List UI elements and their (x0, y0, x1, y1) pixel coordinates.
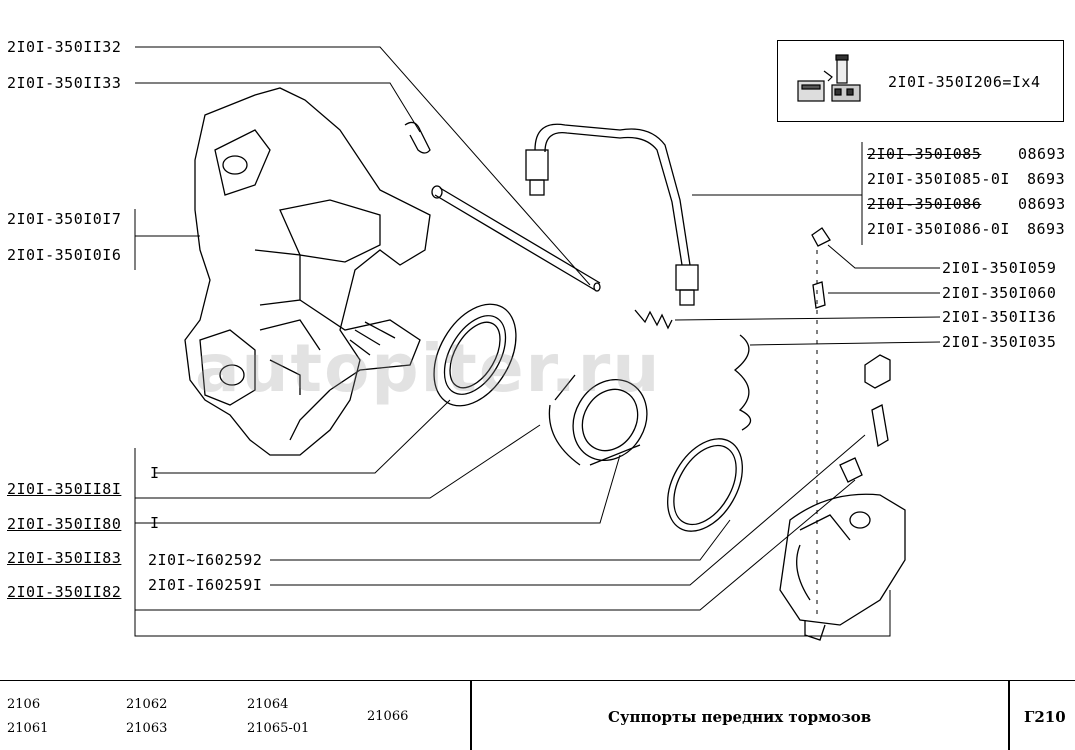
piston (548, 374, 648, 466)
label-hose-1-part: 2I0I-350I085 (867, 145, 982, 163)
page-title: Суппорты передних тормозов (608, 708, 872, 726)
label-part-80: 2I0I-350II80 (7, 515, 122, 533)
model-21063: 21063 (126, 721, 168, 736)
label-part-592: 2I0I~I602592 (148, 551, 263, 569)
watermark: autopiter.ru (195, 330, 662, 407)
label-part-32: 2I0I-350II32 (7, 38, 122, 56)
qty-label-1b: I (150, 514, 160, 532)
model-21065-01: 21065-01 (247, 721, 310, 736)
label-part-83: 2I0I-350II83 (7, 549, 122, 567)
anti-rattle-wire (733, 334, 752, 431)
label-part-35: 2I0I-350I035 (942, 333, 1057, 351)
label-part-591: 2I0I-I60259I (148, 576, 263, 594)
label-hose-1-code: 08693 (1018, 145, 1066, 163)
guide-pin (431, 185, 601, 292)
caliper-body (184, 87, 431, 456)
cotter-pin (404, 121, 431, 154)
label-part-59: 2I0I-350I059 (942, 259, 1057, 277)
label-hose-4-part: 2I0I-350I086-0I (867, 220, 1010, 238)
leader-lines (134, 46, 941, 637)
model-21061: 21061 (7, 721, 49, 736)
seal-ring (667, 438, 743, 532)
label-hose-2-code: 8693 (1027, 170, 1066, 188)
label-part-16: 2I0I-350I0I6 (7, 246, 122, 264)
page-number: Г210 (1024, 708, 1066, 726)
wheel-cylinder (779, 493, 906, 641)
label-hose-4-code: 8693 (1027, 220, 1066, 238)
footer-divider (470, 681, 472, 750)
brake-hose (525, 123, 699, 306)
qty-label-1a: I (150, 464, 160, 482)
label-part-36: 2I0I-350II36 (942, 308, 1057, 326)
label-hose-3-code: 08693 (1018, 195, 1066, 213)
repair-kit-icon (797, 54, 861, 102)
model-21064: 21064 (247, 697, 289, 712)
label-hose-2-part: 2I0I-350I085-0I (867, 170, 1010, 188)
model-2106: 2106 (7, 697, 41, 712)
model-21066: 21066 (367, 709, 409, 724)
spring (634, 309, 673, 330)
label-part-82: 2I0I-350II82 (7, 583, 122, 601)
kit-inset-box: 2I0I-350I206=Ix4 (777, 40, 1064, 122)
label-part-17: 2I0I-350I0I7 (7, 210, 122, 228)
label-part-33: 2I0I-350II33 (7, 74, 122, 92)
exploded-diagram (134, 46, 941, 641)
label-part-60: 2I0I-350I060 (942, 284, 1057, 302)
footer-divider (1008, 681, 1010, 750)
bleeder-parts (811, 227, 891, 483)
model-21062: 21062 (126, 697, 168, 712)
label-part-81: 2I0I-350II8I (7, 480, 122, 498)
footer-bar: 2106 21061 21062 21063 21064 21065-01 21… (0, 680, 1075, 750)
label-hose-3-part: 2I0I-350I086 (867, 195, 982, 213)
kit-part-label: 2I0I-350I206=Ix4 (888, 73, 1041, 91)
